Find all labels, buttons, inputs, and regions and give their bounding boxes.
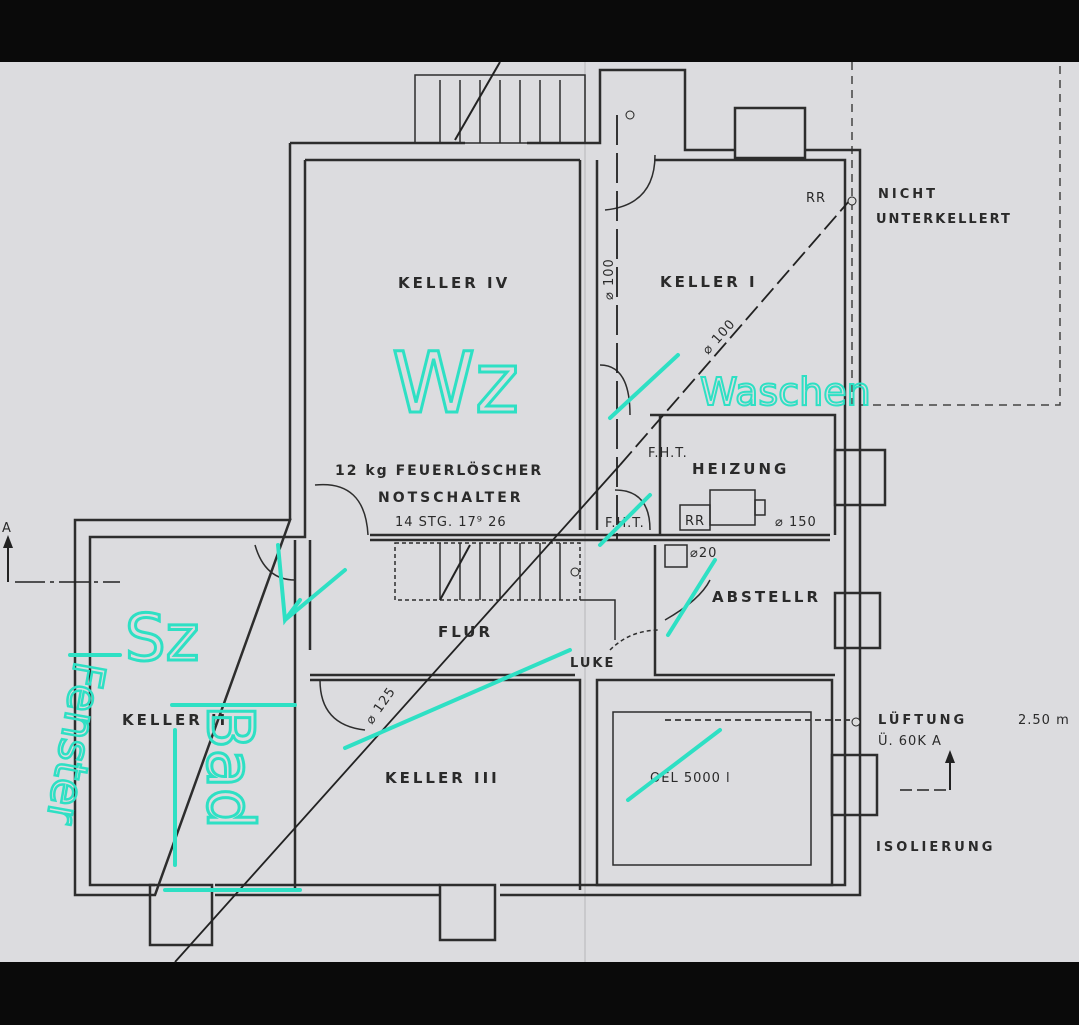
section-label-a: A bbox=[2, 521, 12, 536]
note-fht-2: F.H.T. bbox=[605, 516, 645, 531]
room-label-flur: FLUR bbox=[438, 623, 493, 641]
door-swings bbox=[254, 154, 711, 731]
room-label-keller-ii: KELLER II bbox=[122, 711, 228, 729]
note-unterkellert: UNTERKELLERT bbox=[876, 212, 1012, 227]
handwritten-bad: Bad bbox=[192, 705, 266, 829]
note-rr-top: RR bbox=[806, 191, 826, 206]
handwritten-marks bbox=[68, 353, 722, 892]
paper bbox=[0, 62, 1079, 962]
room-label-keller-i: KELLER I bbox=[660, 273, 758, 291]
section-arrow-left bbox=[3, 535, 13, 582]
handwritten-sz: Sz bbox=[125, 602, 199, 676]
note-nicht: NICHT bbox=[878, 187, 938, 202]
outer-stairs bbox=[414, 61, 586, 144]
note-fht-1: F.H.T. bbox=[648, 446, 688, 461]
room-label-oel: OEL 5000 l bbox=[650, 771, 731, 786]
pipe-lines bbox=[15, 110, 950, 963]
nicht-unterkellert-outline bbox=[851, 62, 1061, 406]
room-label-keller-iv: KELLER IV bbox=[398, 274, 510, 292]
note-notschalter: NOTSCHALTER bbox=[378, 490, 524, 506]
note-feuerloescher: 12 kg FEUERLÖSCHER bbox=[335, 461, 543, 479]
room-label-keller-iii: KELLER III bbox=[385, 769, 500, 787]
note-lueftung-height: 2.50 m bbox=[1018, 713, 1070, 728]
interior-walls bbox=[293, 160, 837, 890]
handwritten-waschen: Waschen bbox=[700, 370, 871, 414]
note-diameter-20: ⌀20 bbox=[690, 546, 717, 561]
interior-stairs bbox=[394, 542, 581, 601]
note-rr-heizung: RR bbox=[685, 514, 705, 529]
note-stairs: 14 STG. 17⁹ 26 bbox=[395, 515, 507, 530]
note-ue60: Ü. 60K A bbox=[878, 732, 942, 749]
note-diameter-100-vertical: ⌀ 100 bbox=[602, 258, 617, 300]
note-isolierung: ISOLIERUNG bbox=[876, 840, 995, 855]
section-arrow-right bbox=[945, 750, 955, 790]
outer-walls bbox=[73, 68, 862, 897]
handwritten-wz: Wz bbox=[392, 334, 519, 432]
room-label-heizung: HEIZUNG bbox=[692, 460, 789, 478]
note-luke: LUKE bbox=[570, 656, 615, 671]
boiler-icon bbox=[664, 489, 766, 568]
note-diameter-150: ⌀ 150 bbox=[775, 515, 817, 530]
note-lueftung: LÜFTUNG bbox=[878, 712, 967, 728]
room-label-abstellr: ABSTELLR bbox=[712, 588, 821, 606]
